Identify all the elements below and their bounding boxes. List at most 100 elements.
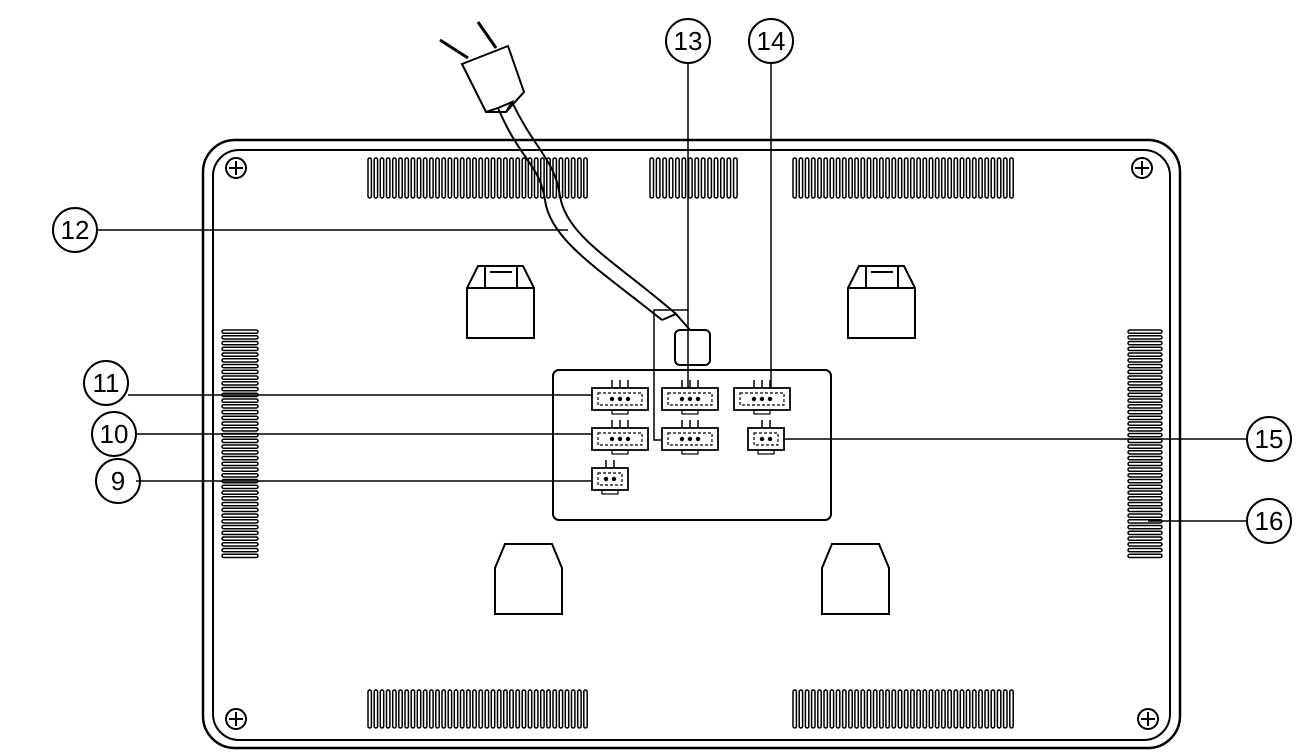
vent-slot <box>515 689 521 729</box>
connector-contact <box>625 436 631 442</box>
callout-9: 9 <box>95 458 141 504</box>
vent-slot <box>465 689 471 729</box>
vent-slot <box>662 157 668 199</box>
callout-16-label: 16 <box>1255 506 1284 536</box>
vent-slot <box>391 689 397 729</box>
vent-top-center <box>649 157 738 199</box>
vent-slot <box>866 689 872 729</box>
vent-slot <box>391 157 397 199</box>
vent-slot <box>509 157 514 199</box>
vent-bottom-left <box>367 689 588 729</box>
vent-slot <box>496 689 502 729</box>
vent-slot <box>515 157 521 199</box>
vent-slot <box>428 157 434 199</box>
vent-slot <box>1127 536 1163 541</box>
vent-slot <box>570 157 576 199</box>
vent-slot <box>422 157 428 199</box>
vent-slot <box>996 157 1002 199</box>
connector-15 <box>747 420 785 455</box>
vent-slot <box>1127 547 1163 553</box>
vent-slot <box>909 157 915 199</box>
vent-slot <box>700 157 706 199</box>
vent-slot <box>1127 369 1163 375</box>
power-cable <box>497 101 711 366</box>
connector-socket <box>739 392 785 406</box>
callout-16: 16 <box>1246 498 1292 544</box>
vent-slot <box>1002 157 1008 199</box>
vent-slot <box>221 404 259 409</box>
connector-latch <box>681 409 699 415</box>
housing-inner-outline <box>212 149 1171 741</box>
vent-slot <box>398 157 403 199</box>
vent-slot <box>478 157 484 199</box>
connector-socket <box>753 432 779 446</box>
vent-slot <box>1127 346 1163 352</box>
vent-slot <box>978 157 983 199</box>
connector-contact <box>609 436 615 442</box>
vent-slot <box>965 689 971 729</box>
vent-slot <box>416 689 422 729</box>
screw-top-right <box>1131 157 1153 179</box>
connector-contact <box>625 396 631 402</box>
vent-slot <box>681 157 687 199</box>
vent-slot <box>570 689 576 729</box>
vent-slot <box>435 157 440 199</box>
vent-slot <box>687 157 693 199</box>
vent-slot <box>398 689 403 729</box>
vent-slot <box>1127 501 1163 507</box>
vent-slot <box>940 157 946 199</box>
callout-12-label: 12 <box>61 215 90 245</box>
vent-slot <box>385 157 391 199</box>
vent-slot <box>854 689 860 729</box>
vent-slot <box>1127 524 1163 530</box>
vent-slot <box>221 352 259 357</box>
connector-13-lower <box>661 420 719 455</box>
mount-bracket-lower-right <box>821 543 890 615</box>
vent-slot <box>527 689 533 729</box>
vent-slot <box>854 157 860 199</box>
vent-slot <box>971 157 977 199</box>
connector-14 <box>733 380 791 415</box>
leader-lines <box>97 62 1247 522</box>
vent-slot <box>835 157 841 199</box>
vent-slot <box>221 438 259 444</box>
vent-slot <box>521 689 527 729</box>
vent-slot <box>916 157 922 199</box>
vent-slot <box>1127 438 1163 444</box>
callout-14-label: 14 <box>757 26 786 56</box>
vent-slot <box>441 157 447 199</box>
screw-bottom-left <box>225 708 247 730</box>
vent-slot <box>891 157 897 199</box>
vent-slot <box>583 689 588 729</box>
vent-slot <box>576 157 582 199</box>
vent-slot <box>694 157 700 199</box>
vent-slot <box>576 689 582 729</box>
connector-contact <box>695 396 701 402</box>
vent-slot <box>533 157 539 199</box>
vent-slot <box>916 689 922 729</box>
vent-slot <box>719 157 725 199</box>
vent-slot <box>410 689 416 729</box>
connector-contact <box>679 396 685 402</box>
vent-slot <box>221 490 259 495</box>
connector-9 <box>591 460 629 495</box>
screw-bottom-right <box>1137 708 1159 730</box>
vent-slot <box>221 519 259 524</box>
vent-slot <box>221 335 259 340</box>
vent-slot <box>1002 689 1008 729</box>
vent-slot <box>897 689 903 729</box>
vent-right-side <box>1127 329 1163 559</box>
connector-contact <box>611 476 617 482</box>
vent-slot <box>221 358 259 363</box>
mount-bracket-upper-left <box>466 265 535 339</box>
connector-contact <box>679 436 685 442</box>
vent-slot <box>860 689 866 729</box>
vent-slot <box>996 689 1002 729</box>
vent-slot <box>1127 358 1163 363</box>
vent-slot <box>1127 490 1163 495</box>
vent-slot <box>903 689 909 729</box>
vent-slot <box>878 689 884 729</box>
vent-slot <box>453 689 459 729</box>
vent-top-left <box>367 157 588 199</box>
